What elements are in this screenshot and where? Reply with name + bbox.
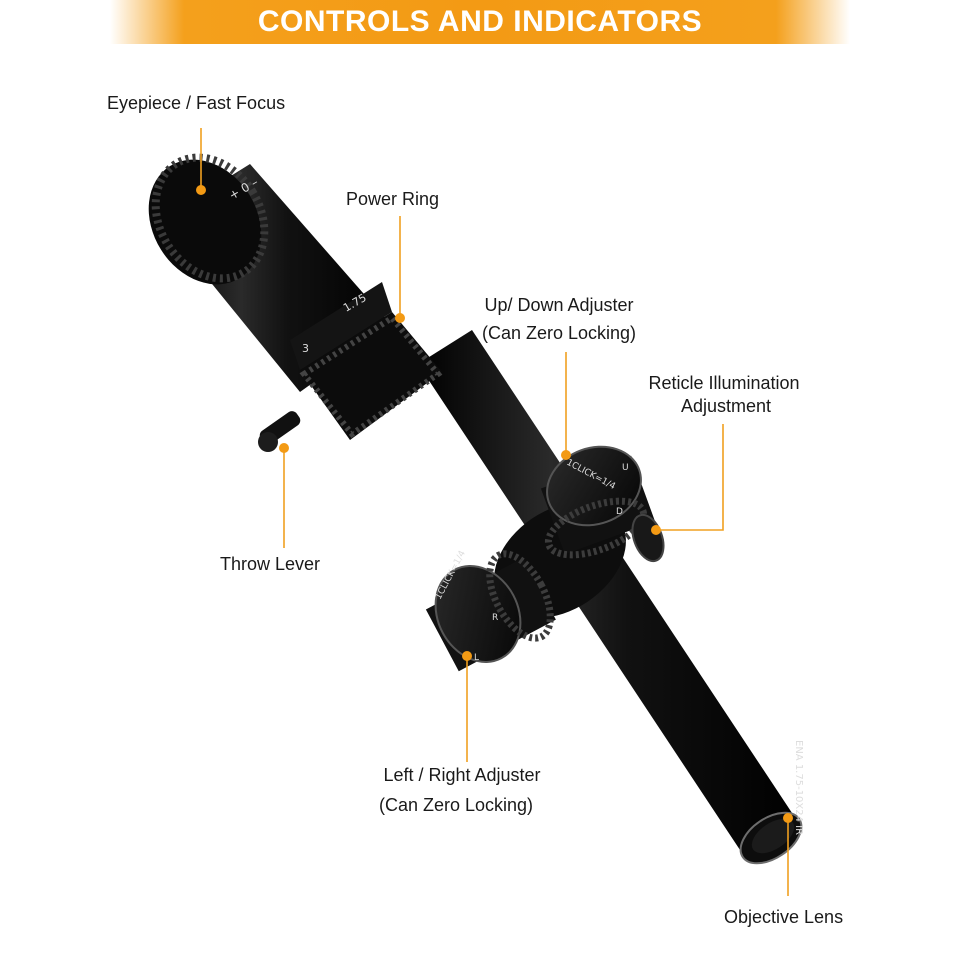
dot-left-right bbox=[462, 651, 472, 661]
callout-dots bbox=[196, 185, 793, 823]
dot-eyepiece bbox=[196, 185, 206, 195]
throw-lever-shape bbox=[258, 411, 301, 452]
label-power-ring: Power Ring bbox=[346, 189, 440, 209]
elevation-turret bbox=[540, 445, 656, 559]
windage-turret bbox=[425, 550, 556, 672]
leader-illumination bbox=[656, 424, 724, 531]
banner-title: CONTROLS AND INDICATORS bbox=[257, 5, 703, 38]
dot-illumination bbox=[651, 525, 661, 535]
power-ring bbox=[290, 282, 443, 440]
power-3-engraving: 3 bbox=[302, 342, 309, 355]
dot-up-down bbox=[561, 450, 571, 460]
turret-side-l-engraving: L bbox=[474, 653, 479, 663]
label-objective: Objective Lens bbox=[724, 907, 844, 927]
tube-model-engraving: ENA 1.75-10X24 IR bbox=[793, 740, 804, 835]
turret-top-u-engraving: U bbox=[622, 463, 629, 473]
label-illumination-line2: Adjustment bbox=[680, 396, 772, 416]
dot-power-ring bbox=[395, 313, 405, 323]
label-eyepiece: Eyepiece / Fast Focus bbox=[107, 93, 286, 113]
label-throw-lever: Throw Lever bbox=[220, 554, 321, 574]
turret-side-r-engraving: R bbox=[492, 613, 498, 623]
callout-leaders bbox=[200, 128, 789, 896]
objective-lens-housing bbox=[739, 811, 803, 865]
dot-objective bbox=[783, 813, 793, 823]
label-up-down-line1: Up/ Down Adjuster bbox=[484, 295, 634, 315]
turret-top-d-engraving: D bbox=[616, 507, 623, 517]
main-tube bbox=[418, 330, 798, 856]
label-up-down-line2: (Can Zero Locking) bbox=[481, 323, 637, 343]
dot-throw-lever bbox=[279, 443, 289, 453]
label-illumination-line1: Reticle Illumination bbox=[648, 373, 800, 393]
label-left-right-line2: (Can Zero Locking) bbox=[378, 795, 534, 815]
label-left-right-line1: Left / Right Adjuster bbox=[383, 765, 541, 785]
title-banner: CONTROLS AND INDICATORS bbox=[110, 0, 850, 44]
